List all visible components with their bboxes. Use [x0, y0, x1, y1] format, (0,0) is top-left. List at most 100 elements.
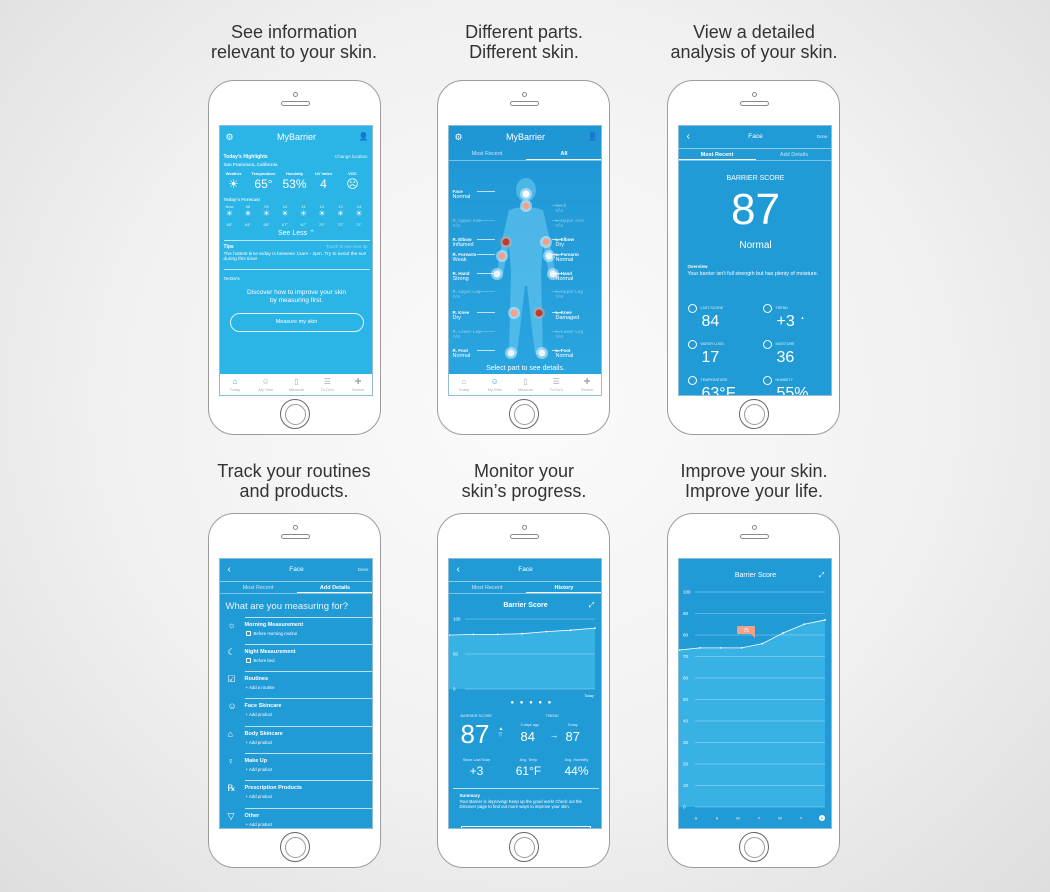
x-tick-label[interactable]: T — [757, 815, 760, 820]
joint-marker-l-hand[interactable] — [546, 267, 559, 280]
nav-measure[interactable]: ▯Measure — [281, 374, 312, 395]
joint-marker-r-forearm[interactable] — [495, 249, 508, 262]
tab-add-details[interactable]: Add Details — [296, 582, 372, 593]
gear-icon[interactable]: ⚙ — [225, 131, 234, 142]
joint-marker-r-knee[interactable] — [507, 306, 520, 319]
joint-marker-r-elbow[interactable] — [499, 235, 512, 248]
nav-to-do-s[interactable]: ☰To-Do's — [541, 374, 572, 395]
checkbox[interactable] — [245, 630, 251, 636]
x-tick-label[interactable]: S — [715, 815, 718, 820]
checkbox-label[interactable]: Before morning routine — [253, 630, 298, 636]
done-button[interactable]: Done — [816, 133, 828, 139]
joint-marker-l-foot[interactable] — [535, 346, 548, 359]
option-prescription-products[interactable]: ℞Prescription Products+ Add product — [220, 780, 372, 807]
tab-all[interactable]: All — [525, 148, 601, 160]
option-make-up[interactable]: ♀Make Up+ Add product — [220, 753, 372, 780]
x-tick-label[interactable]: T — [799, 815, 802, 820]
add-link[interactable]: + Add product — [245, 794, 273, 800]
discover-button[interactable] — [460, 825, 591, 828]
home-button[interactable] — [509, 399, 539, 429]
home-button[interactable] — [739, 399, 769, 429]
data-point[interactable] — [593, 626, 596, 629]
profile-icon[interactable]: 👤 — [587, 131, 598, 141]
data-point[interactable] — [544, 630, 547, 632]
x-tick-label[interactable]: S — [694, 815, 697, 820]
x-tick-label[interactable]: W — [778, 815, 782, 820]
home-button[interactable] — [280, 399, 310, 429]
option-body-skincare[interactable]: ⌂Body Skincare+ Add product — [220, 725, 372, 753]
joint-marker-l-elbow[interactable] — [539, 235, 552, 248]
x-tick-label[interactable]: M — [736, 815, 739, 820]
nav-search[interactable]: ✚Search — [343, 374, 372, 395]
checkbox[interactable] — [245, 657, 251, 663]
add-link[interactable]: + Add a routine — [245, 685, 275, 691]
nav-my-skin[interactable]: ☺My Skin — [479, 374, 510, 395]
data-point[interactable] — [802, 622, 805, 625]
page-dots[interactable]: ● ● ● ● ● — [510, 699, 554, 706]
data-point[interactable] — [740, 646, 742, 649]
nav-my-skin[interactable]: ☺My Skin — [250, 374, 281, 395]
nav-to-do-s[interactable]: ☰To-Do's — [312, 374, 343, 395]
data-point[interactable] — [761, 642, 763, 644]
joint-marker-l-forearm[interactable] — [542, 249, 555, 262]
home-button[interactable] — [280, 832, 310, 862]
profile-icon[interactable]: 👤 — [358, 131, 369, 141]
add-link[interactable]: + Add product — [245, 712, 273, 718]
joint-marker-r-hand[interactable] — [490, 267, 503, 280]
change-location-link[interactable]: Change location — [334, 153, 368, 159]
expand-icon[interactable]: ⤢ — [588, 601, 595, 609]
option-routines[interactable]: ☑Routines+ Add a routine — [220, 671, 372, 698]
data-point[interactable] — [448, 633, 450, 636]
add-link[interactable]: + Add product — [245, 821, 273, 827]
joint-marker-face[interactable] — [519, 187, 532, 200]
joint-marker-neck[interactable] — [519, 199, 532, 212]
nav-search[interactable]: ✚Search — [572, 374, 601, 395]
data-point[interactable] — [471, 633, 474, 635]
data-point[interactable] — [781, 631, 784, 634]
gear-icon[interactable]: ⚙ — [454, 131, 463, 142]
back-chevron-icon[interactable]: ‹ — [686, 130, 690, 142]
add-link[interactable]: + Add product — [245, 739, 273, 745]
add-link[interactable]: + Add product — [245, 767, 273, 772]
data-point[interactable] — [698, 646, 701, 649]
tab-most-recent[interactable]: Most Recent — [471, 150, 503, 157]
tab-most-recent[interactable]: Most Recent — [242, 584, 274, 591]
data-point[interactable] — [678, 648, 680, 651]
tab-history[interactable]: History — [525, 582, 601, 593]
data-point[interactable] — [823, 618, 826, 621]
nav-today[interactable]: ⌂Today — [449, 374, 480, 395]
data-point[interactable] — [719, 646, 722, 649]
tab-add-details[interactable]: Add Details — [779, 151, 809, 158]
joint-marker-r-foot[interactable] — [504, 346, 517, 359]
home-button[interactable] — [739, 832, 769, 862]
body-figure[interactable] — [449, 126, 602, 396]
option-other[interactable]: ▽Other+ Add product — [220, 807, 372, 828]
back-chevron-icon[interactable]: ‹ — [227, 563, 231, 575]
expand-icon[interactable]: ⤢ — [818, 571, 825, 579]
home-button[interactable] — [509, 832, 539, 862]
see-less-toggle[interactable]: See Less ⌃ — [278, 229, 315, 237]
x-tick-selected[interactable] — [818, 814, 825, 821]
measure-my-skin-button[interactable]: Measure my skin — [229, 312, 364, 332]
data-point[interactable] — [520, 632, 523, 635]
checkbox-label[interactable]: Before bed — [253, 657, 275, 663]
data-point[interactable] — [496, 633, 499, 635]
